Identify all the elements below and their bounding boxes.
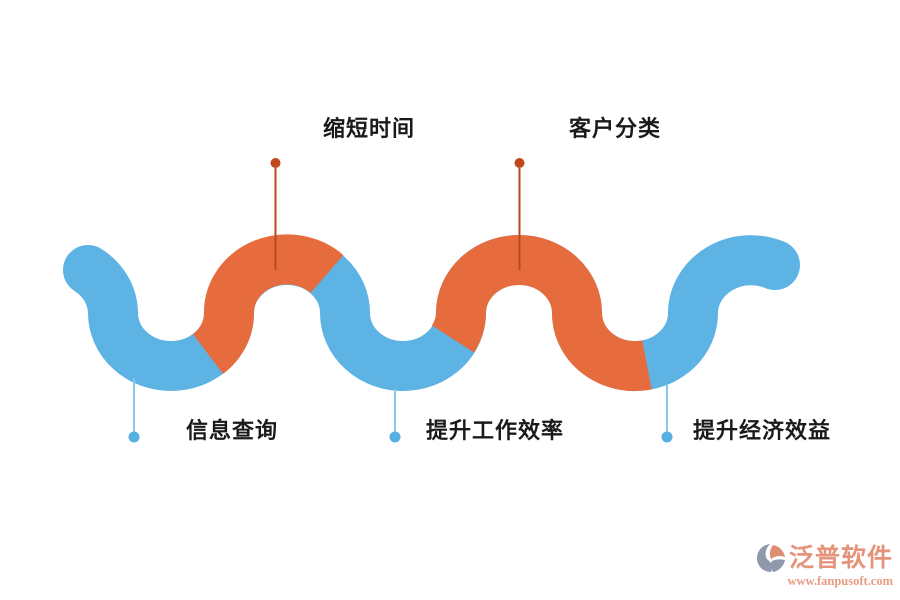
bottom-connector-dot-3 (661, 431, 673, 443)
watermark-url: www.fanpusoft.com (787, 574, 893, 588)
watermark: 泛普软件 www.fanpusoft.com (756, 543, 893, 589)
label-shorten-time: 缩短时间 (322, 116, 416, 141)
label-economic-benefit: 提升经济效益 (692, 418, 832, 443)
label-work-efficiency: 提升工作效率 (425, 418, 565, 443)
wave-segment-orange-2 (431, 235, 652, 392)
bottom-connector-dot-2 (389, 431, 401, 443)
label-information-query: 信息查询 (185, 418, 279, 443)
bottom-connector-dot-1 (128, 431, 140, 443)
wave-segment-orange-1 (191, 234, 344, 374)
fanpu-logo-icon (756, 544, 785, 572)
label-customer-classification: 客户分类 (568, 116, 662, 141)
wave-ribbon-blue (63, 235, 800, 391)
top-connector-dot-2 (514, 158, 525, 168)
top-connector-dot-1 (270, 158, 281, 168)
watermark-brand-name: 泛普软件 (788, 543, 893, 572)
